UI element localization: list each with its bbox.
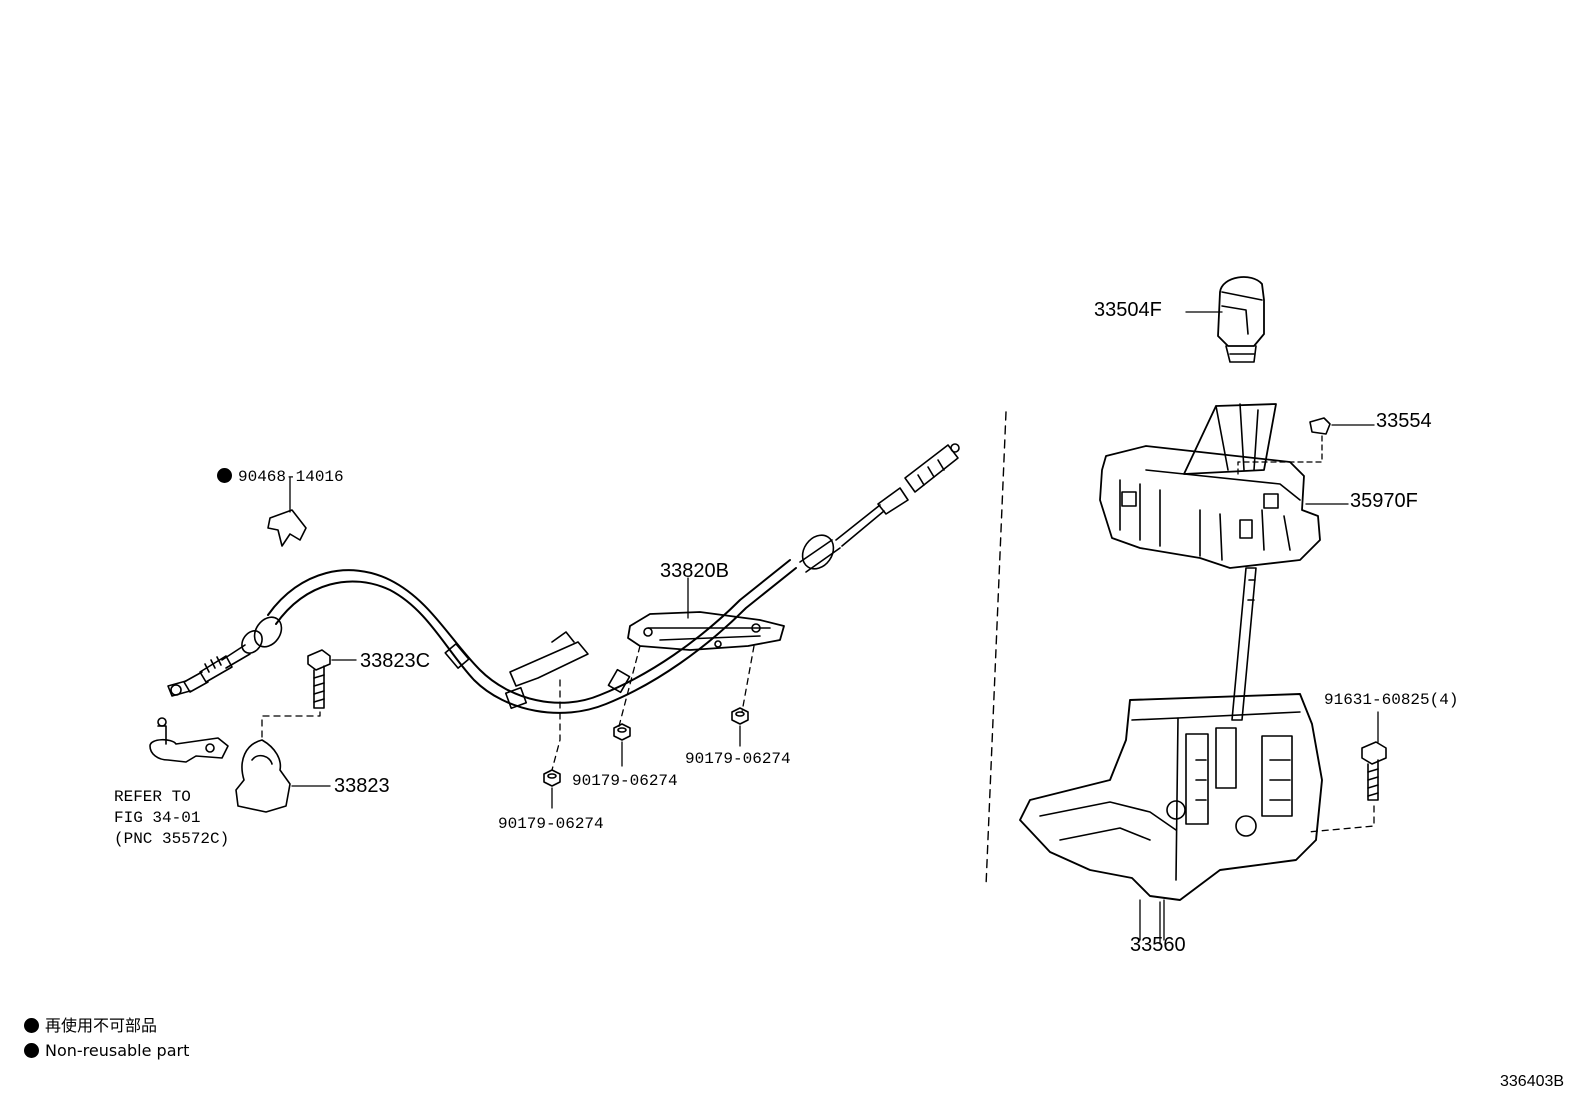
label-90179-c: 90179-06274 — [498, 815, 604, 833]
legend-japanese-text: 再使用不可部品 — [45, 1016, 158, 1035]
label-90468-group: 90468-14016 — [217, 468, 344, 485]
label-90468: 90468-14016 — [238, 468, 344, 486]
label-90179-a: 90179-06274 — [572, 772, 678, 790]
label-33554: 33554 — [1376, 410, 1432, 432]
label-33823c: 33823C — [360, 650, 431, 672]
cable-support-plate — [509, 631, 589, 771]
housing-35970f — [1099, 403, 1349, 569]
label-33820b: 33820B — [660, 560, 729, 582]
label-35970f: 35970F — [1350, 490, 1418, 512]
shift-lever-33560 — [1019, 567, 1323, 945]
cable-left-end — [167, 616, 283, 697]
figure-number: 336403B — [1500, 1073, 1565, 1090]
bolt-91631 — [1307, 711, 1387, 833]
legend-english-text: Non-reusable part — [45, 1041, 190, 1060]
cable-bracket-33820b — [617, 577, 785, 731]
clip-33554 — [1237, 417, 1375, 477]
non-reusable-marker-icon — [217, 468, 232, 483]
label-33560: 33560 — [1130, 934, 1186, 956]
legend-dot-icon — [24, 1043, 39, 1058]
label-90179-b: 90179-06274 — [685, 750, 791, 768]
bolt-33823c — [261, 649, 357, 741]
nut-c — [731, 707, 749, 747]
legend-dot-icon — [24, 1018, 39, 1033]
refer-note-line-2: FIG 34-01 — [114, 809, 201, 827]
legend-japanese: 再使用不可部品 — [24, 1018, 157, 1034]
cable-right-end — [799, 443, 960, 573]
shift-cable — [167, 443, 960, 714]
legend-english: Non-reusable part — [24, 1043, 189, 1059]
nut-b — [613, 723, 631, 767]
refer-note-line-1: REFER TO — [114, 788, 191, 806]
label-33504f: 33504F — [1094, 299, 1162, 321]
label-91631: 91631-60825(4) — [1324, 691, 1459, 709]
bracket-33823 — [235, 739, 331, 813]
assembly-divider — [985, 411, 1007, 887]
nut-a — [543, 769, 561, 809]
label-33823: 33823 — [334, 775, 390, 797]
shift-knob-33504f — [1185, 276, 1265, 363]
refer-note-line-3: (PNC 35572C) — [114, 830, 230, 848]
clip-90468 — [267, 477, 307, 547]
refer-note: REFER TO FIG 34-01 (PNC 35572C) — [114, 787, 229, 850]
referenced-lever — [149, 717, 229, 763]
